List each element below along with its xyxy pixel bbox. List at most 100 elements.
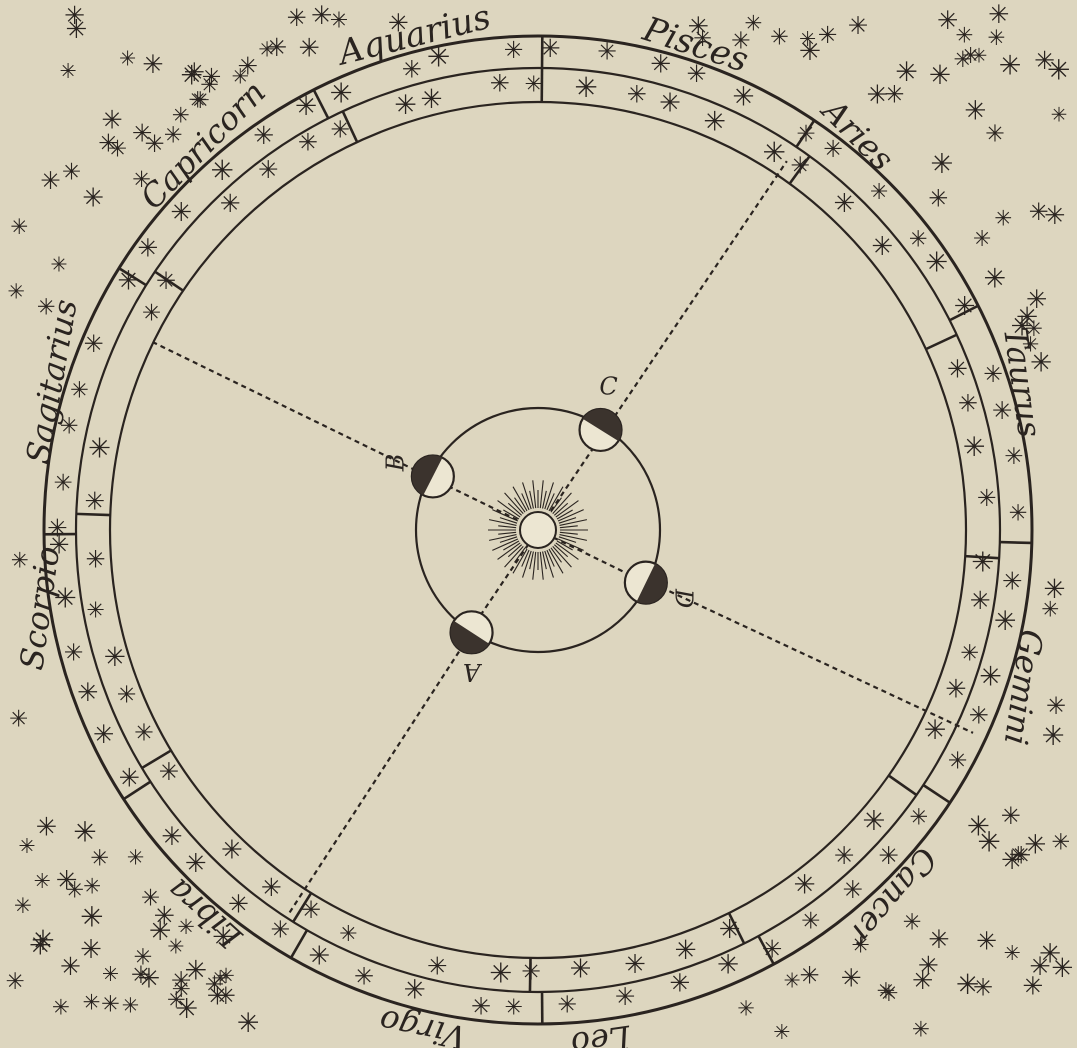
band-star: ✳ [842, 875, 863, 904]
background-star: ✳ [784, 968, 801, 992]
background-star: ✳ [50, 252, 67, 276]
background-star: ✳ [60, 952, 81, 981]
background-star: ✳ [59, 59, 76, 83]
band-star: ✳ [834, 189, 856, 219]
background-star: ✳ [928, 184, 948, 212]
band-star: ✳ [402, 55, 422, 83]
inner-band-divider [76, 514, 110, 515]
band-star: ✳ [1002, 566, 1023, 595]
band-star: ✳ [574, 71, 597, 104]
background-star: ✳ [73, 816, 96, 849]
band-star: ✳ [489, 959, 512, 990]
background-star: ✳ [987, 26, 1005, 51]
background-star: ✳ [1001, 802, 1021, 830]
band-star: ✳ [870, 179, 889, 205]
band-star: ✳ [659, 88, 681, 118]
band-star: ✳ [862, 805, 885, 837]
background-star: ✳ [1034, 46, 1055, 75]
band-star: ✳ [404, 975, 426, 1006]
band-star: ✳ [960, 641, 979, 667]
background-star: ✳ [983, 264, 1006, 295]
background-star: ✳ [80, 901, 103, 934]
band-star: ✳ [308, 942, 330, 972]
outer-band-divider [1000, 542, 1032, 543]
band-star: ✳ [427, 952, 448, 981]
background-star: ✳ [5, 969, 24, 995]
band-star: ✳ [793, 871, 815, 901]
band-star: ✳ [86, 545, 106, 573]
band-star: ✳ [977, 484, 997, 512]
background-star: ✳ [122, 993, 140, 1018]
band-star: ✳ [945, 675, 966, 704]
background-star: ✳ [976, 927, 997, 956]
background-star: ✳ [818, 21, 838, 49]
background-star: ✳ [56, 866, 78, 896]
band-star: ✳ [77, 678, 98, 708]
background-star: ✳ [1042, 721, 1065, 752]
background-star: ✳ [64, 1, 85, 30]
band-star: ✳ [142, 300, 161, 326]
band-star: ✳ [156, 267, 176, 295]
background-star: ✳ [1001, 845, 1023, 876]
band-star: ✳ [834, 841, 854, 870]
band-star: ✳ [354, 962, 374, 990]
band-star: ✳ [93, 719, 114, 749]
background-star: ✳ [903, 910, 922, 936]
band-star: ✳ [84, 330, 104, 358]
background-star: ✳ [7, 278, 25, 303]
band-star: ✳ [134, 719, 154, 746]
background-star: ✳ [298, 34, 319, 64]
band-star: ✳ [801, 909, 820, 935]
sun-ray [540, 480, 543, 508]
band-star: ✳ [969, 702, 989, 730]
background-star: ✳ [40, 166, 60, 195]
sun-ray [560, 526, 578, 528]
band-star: ✳ [1004, 444, 1023, 470]
background-star: ✳ [953, 47, 972, 73]
sun-ray [498, 526, 516, 528]
background-star: ✳ [999, 50, 1021, 81]
background-star: ✳ [1051, 103, 1068, 127]
background-star: ✳ [866, 81, 888, 111]
background-star: ✳ [937, 6, 958, 35]
background-star: ✳ [82, 184, 104, 214]
band-star: ✳ [86, 597, 105, 623]
constellation-label-virgo: Virgo [376, 1002, 470, 1048]
background-star: ✳ [799, 27, 816, 51]
earth-position-label: B [381, 454, 409, 473]
band-star: ✳ [675, 935, 697, 966]
band-star: ✳ [490, 70, 510, 98]
background-star: ✳ [744, 12, 762, 37]
band-star: ✳ [627, 81, 647, 109]
background-star: ✳ [191, 88, 210, 114]
sun-ray [533, 552, 536, 580]
background-star: ✳ [258, 37, 276, 62]
background-star: ✳ [14, 894, 32, 919]
background-star: ✳ [167, 988, 186, 1014]
background-star: ✳ [237, 1008, 260, 1039]
band-star: ✳ [117, 681, 137, 709]
band-star: ✳ [624, 950, 646, 980]
background-star: ✳ [132, 119, 152, 148]
band-star: ✳ [330, 78, 353, 109]
background-star: ✳ [967, 811, 990, 842]
band-star: ✳ [420, 84, 442, 115]
sight-line [289, 629, 474, 914]
band-star: ✳ [615, 982, 636, 1011]
background-star: ✳ [80, 935, 102, 965]
background-star: ✳ [142, 50, 163, 79]
band-star: ✳ [909, 804, 928, 830]
band-star: ✳ [570, 954, 592, 984]
background-star: ✳ [912, 1017, 930, 1042]
band-star: ✳ [979, 662, 1002, 693]
background-star: ✳ [930, 149, 953, 180]
background-star: ✳ [211, 966, 228, 990]
sight-lines [153, 161, 973, 914]
background-star: ✳ [36, 812, 57, 842]
background-star: ✳ [31, 924, 54, 957]
band-star: ✳ [871, 232, 893, 262]
inner-band-divider [530, 958, 531, 992]
sun-ray [505, 546, 524, 567]
background-star: ✳ [1044, 201, 1065, 231]
outer-band-divider [291, 930, 307, 958]
